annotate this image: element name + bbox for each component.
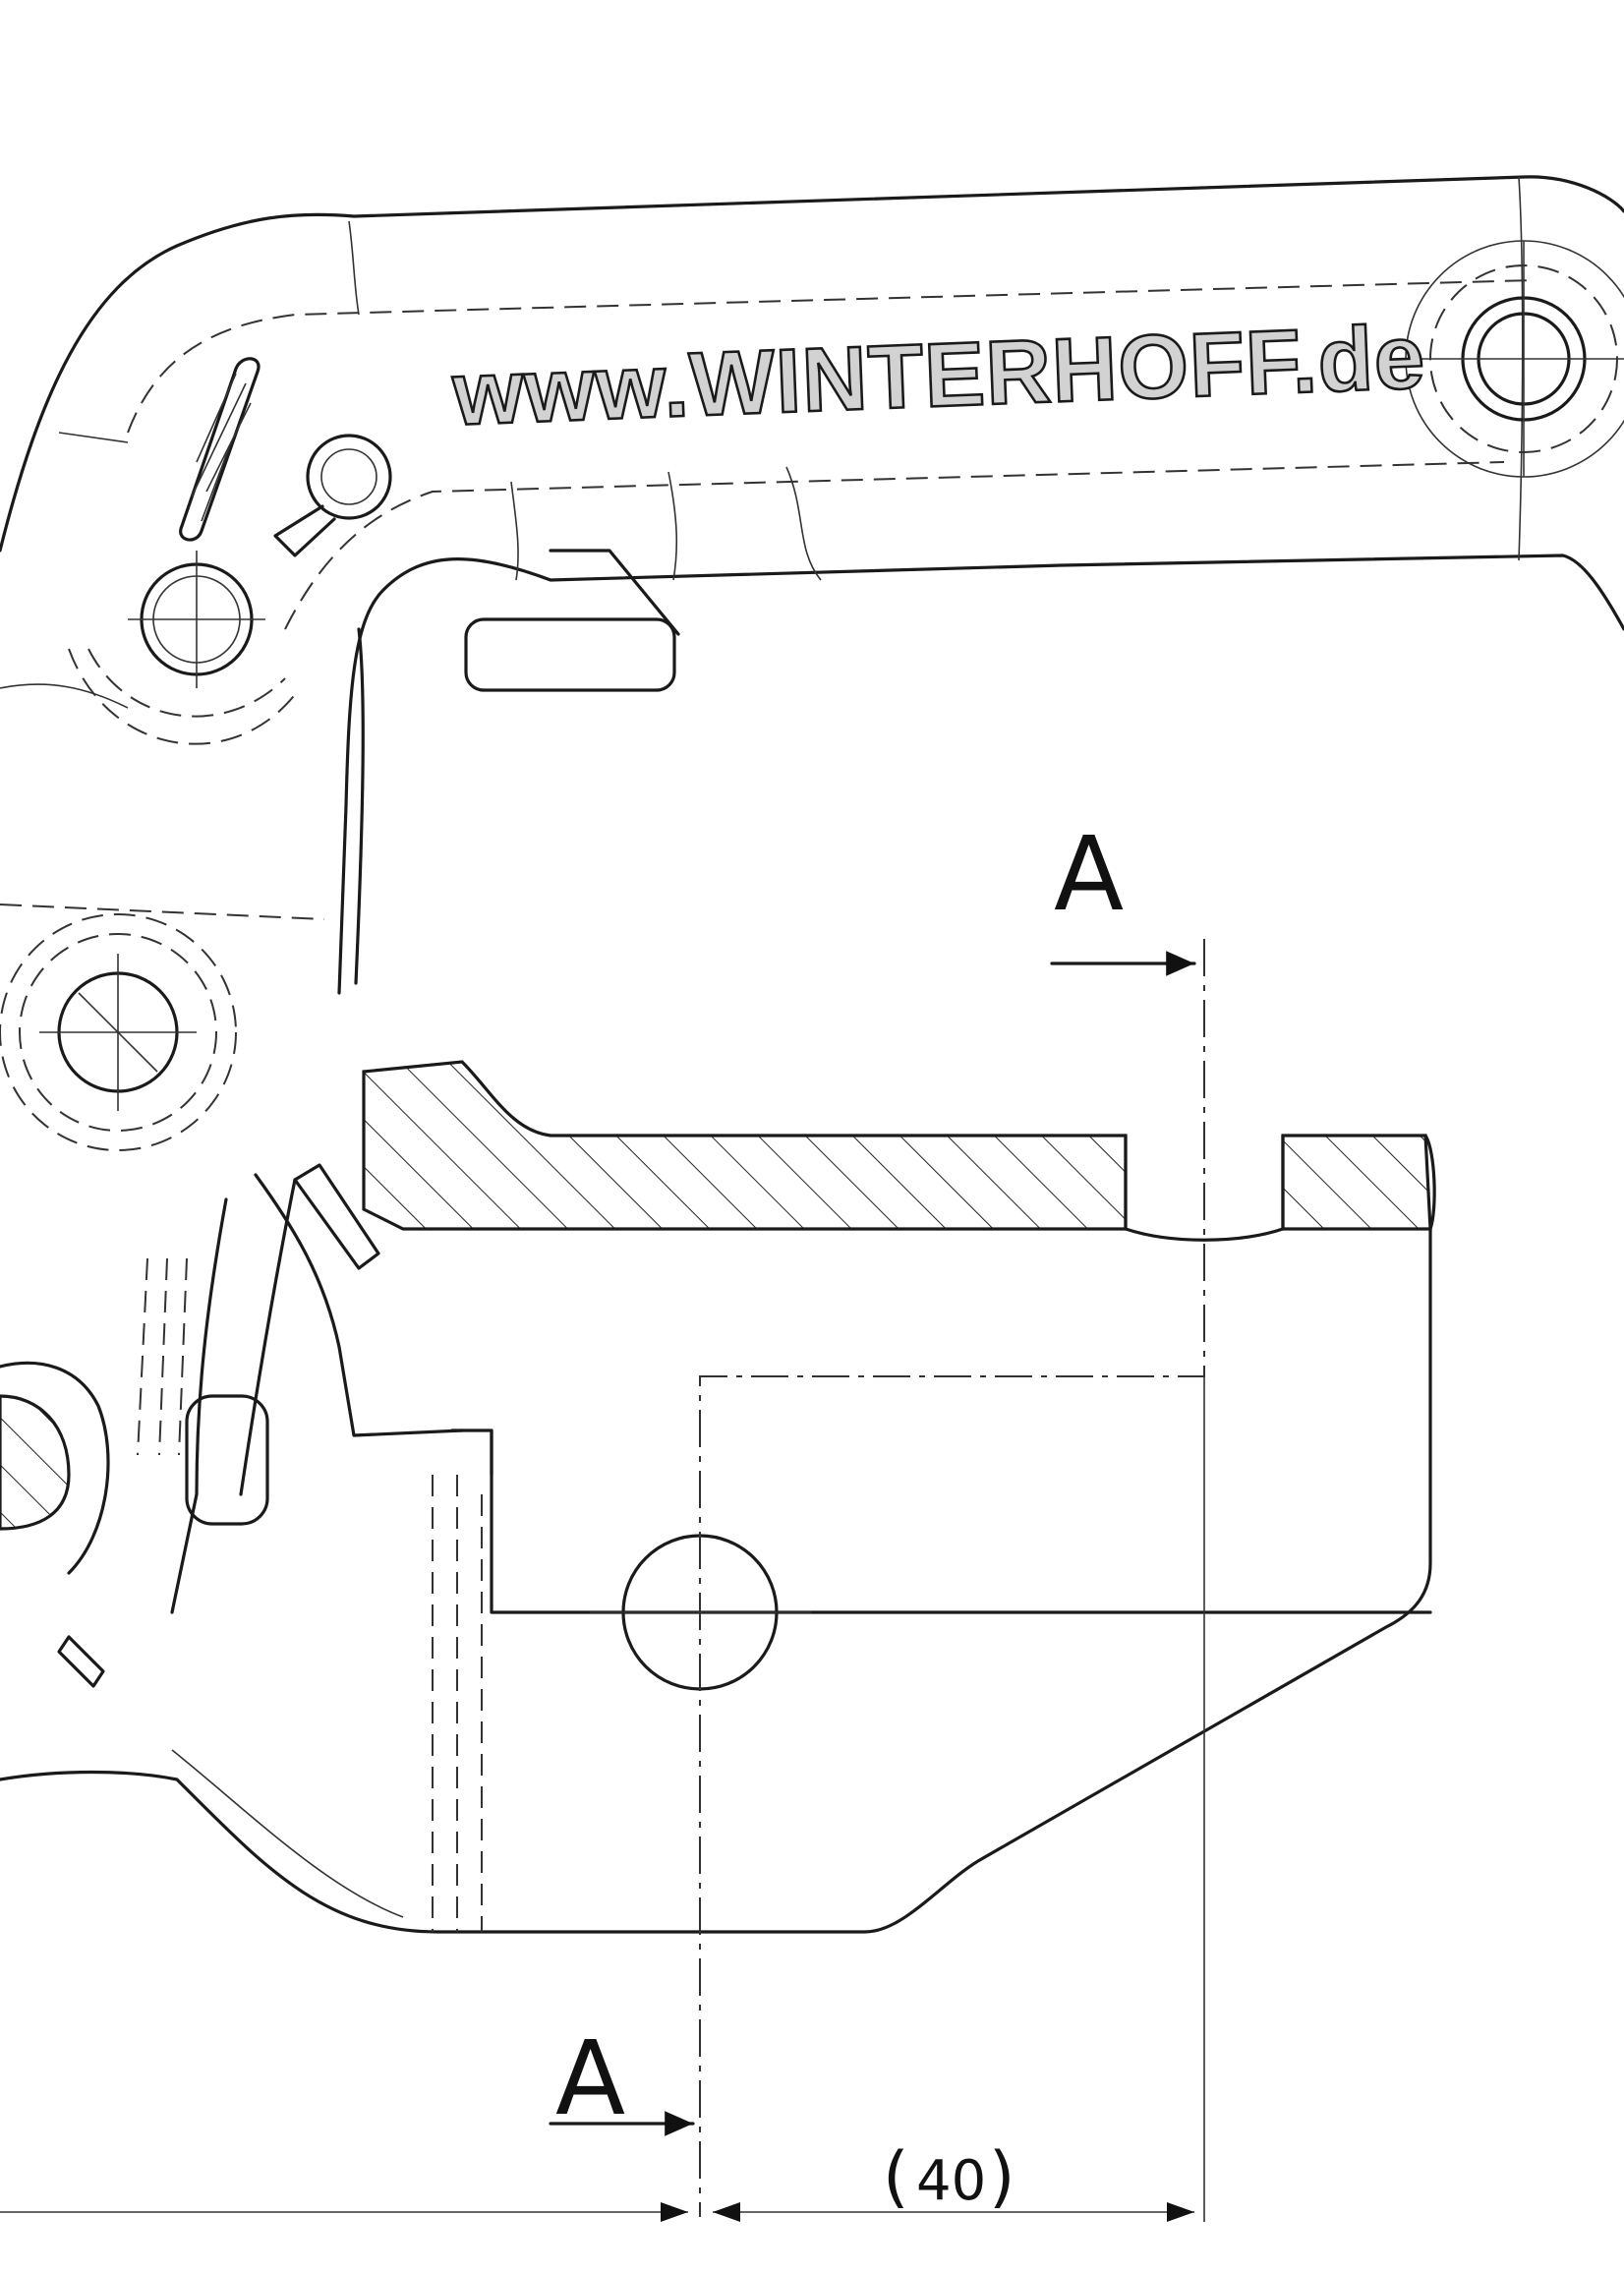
brand-lettering: www.WINTERHOFF.de xyxy=(450,307,1427,444)
section-label-bottom: A xyxy=(555,2018,625,2138)
handle-lever xyxy=(0,175,1624,995)
dimension-value: 40 xyxy=(916,2149,986,2213)
latch-block xyxy=(464,549,680,692)
ball-pivot xyxy=(0,904,325,1151)
dimension-line xyxy=(0,2202,1194,2222)
dimension-close-paren: ) xyxy=(989,2138,1015,2216)
spring-pin xyxy=(179,357,261,542)
lock-eyelet xyxy=(273,434,392,557)
section-label-top: A xyxy=(1054,814,1124,934)
section-line xyxy=(549,939,1205,2222)
dimension-open-paren: ( xyxy=(883,2138,909,2216)
rivet-left-upper xyxy=(128,551,265,688)
lower-lever xyxy=(0,1178,297,1688)
coupling-housing xyxy=(0,1060,1436,1934)
pivot-bolt-right xyxy=(1405,240,1624,478)
